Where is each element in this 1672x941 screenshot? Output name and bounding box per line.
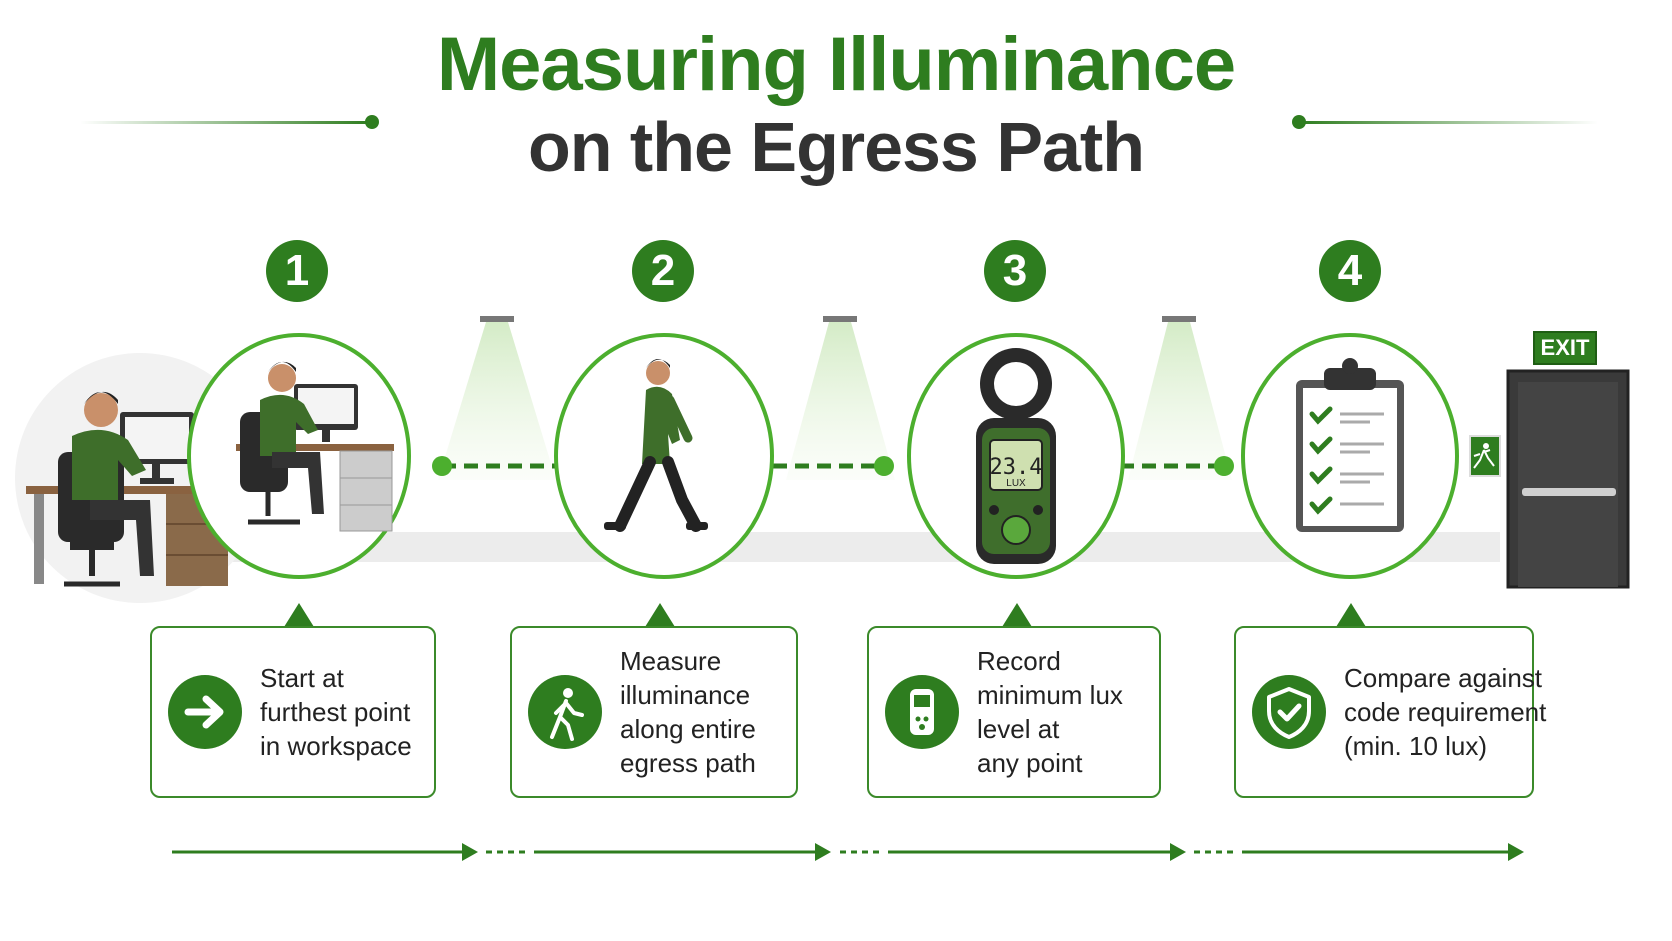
- shield-check-icon: [1252, 675, 1326, 749]
- title-rule-right: [1298, 121, 1598, 124]
- ceiling-light-3: [1128, 316, 1232, 480]
- progress-arrows: [172, 843, 1524, 861]
- office-desk-illustration: [26, 391, 232, 587]
- card-pointer: [645, 603, 675, 627]
- light-meter-icon: [885, 675, 959, 749]
- card-pointer: [1002, 603, 1032, 627]
- connector-dot: [1214, 456, 1234, 476]
- connector-dot: [432, 456, 452, 476]
- ceiling-light-1: [438, 316, 556, 480]
- arrow-right-icon: [168, 675, 242, 749]
- step-3-number: 3: [984, 240, 1046, 302]
- meter-reading: 23.4: [990, 455, 1043, 480]
- step-3-card: Record minimum lux level at any point: [867, 626, 1161, 798]
- title-rule-left: [80, 121, 370, 124]
- card-pointer: [1336, 603, 1366, 627]
- page-title: Measuring Illuminance: [436, 22, 1236, 107]
- title-rule-right-dot: [1292, 115, 1306, 129]
- step-3-scene: [907, 333, 1125, 579]
- title-rule-left-dot: [365, 115, 379, 129]
- step-4-card: Compare against code requirement (min. 1…: [1234, 626, 1547, 798]
- meter-unit: LUX: [1006, 478, 1026, 489]
- walking-person-icon: [528, 675, 602, 749]
- card-pointer: [284, 603, 314, 627]
- step-1-scene: [187, 333, 411, 579]
- step-4-number: 4: [1319, 240, 1381, 302]
- step-1-card: Start at furthest point in workspace: [150, 626, 436, 798]
- step-1-text: Start at furthest point in workspace: [260, 663, 412, 761]
- connector-dot: [874, 456, 894, 476]
- step-4-scene: [1241, 333, 1459, 579]
- step-2-card: Measure illuminance along entire egress …: [510, 626, 798, 798]
- step-1-number: 1: [266, 240, 328, 302]
- exit-door: [1469, 369, 1630, 589]
- step-2-text: Measure illuminance along entire egress …: [620, 646, 756, 778]
- step-3-text: Record minimum lux level at any point: [977, 646, 1123, 778]
- step-2-scene: [554, 333, 774, 579]
- ceiling-light-2: [786, 316, 895, 480]
- step-2-number: 2: [632, 240, 694, 302]
- page-subtitle: on the Egress Path: [527, 108, 1145, 186]
- step-4-text: Compare against code requirement (min. 1…: [1344, 663, 1547, 761]
- title-block: Measuring Illuminance on the Egress Path: [0, 22, 1672, 186]
- exit-sign: EXIT: [1533, 331, 1597, 365]
